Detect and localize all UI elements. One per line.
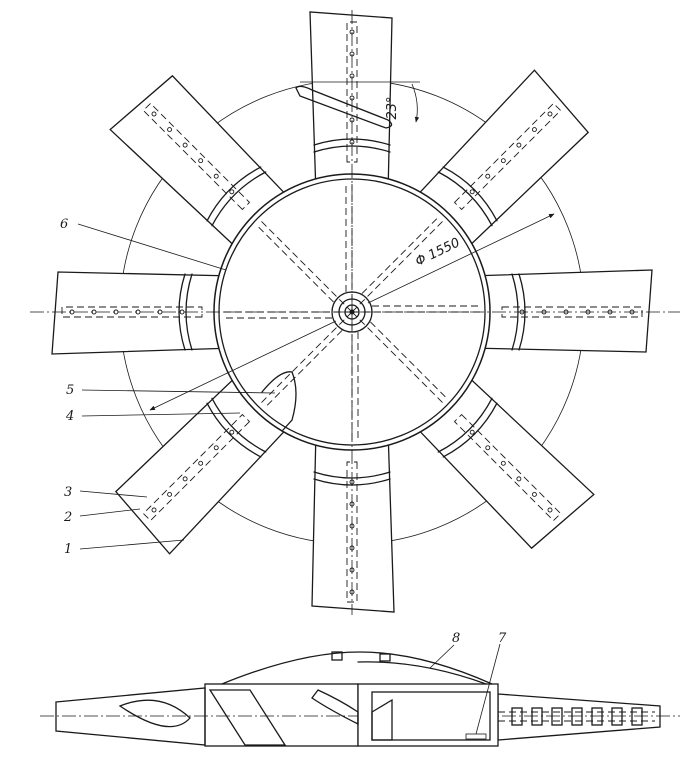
leader-3 (79, 490, 148, 498)
angle-dimension: 23° (385, 96, 400, 119)
blade-rivet (469, 189, 475, 195)
blade-rivet (531, 491, 537, 497)
blade-rivet (198, 460, 204, 466)
hub-cutout-window (261, 371, 297, 431)
leader-5 (81, 389, 276, 394)
plan-view: Φ 1550 23° 6 5 4 3 2 1 (30, 10, 680, 615)
tail-ring (591, 707, 603, 726)
hub-spoke-pair (255, 224, 334, 303)
blade-rivet (547, 507, 553, 513)
blade-rivet (213, 445, 219, 451)
side-dome-lug (331, 651, 343, 661)
blade-rivet (182, 142, 188, 148)
callout-3: 3 (64, 485, 72, 500)
blade-rivet (151, 111, 157, 117)
blade-rivet (229, 429, 235, 435)
blade-spar (346, 461, 358, 603)
hub-spoke-pair (361, 215, 440, 294)
side-view: 8 7 (40, 631, 680, 747)
blade-spar (142, 102, 251, 211)
blade-rivet (531, 127, 537, 133)
top-blade-slot (295, 85, 393, 129)
blade-5 (51, 271, 235, 355)
blade-body (469, 269, 653, 353)
blade-body (311, 429, 395, 613)
blade-spar (453, 413, 562, 522)
blade-rivet (485, 173, 491, 179)
blade-rivet (469, 429, 475, 435)
side-blade-left (118, 699, 191, 728)
blade-group (51, 11, 653, 613)
side-dome (221, 651, 493, 685)
callout-1: 1 (64, 542, 72, 557)
tail-ring (611, 707, 623, 726)
blade-rivet (167, 127, 173, 133)
angle-arc (411, 83, 420, 123)
tail-ring (551, 707, 563, 726)
side-tail-ring-group (498, 707, 655, 726)
callout-7: 7 (498, 631, 507, 646)
blade-rivet (167, 491, 173, 497)
blade-spar (453, 102, 562, 211)
hub-spoke-pair (370, 321, 449, 400)
side-housing-section (357, 683, 499, 747)
blade-root-bracket-inner (442, 402, 498, 458)
blade-body (51, 271, 235, 355)
blade-7 (309, 11, 393, 195)
side-dome-lug-2 (379, 653, 391, 662)
diameter-leader-left (149, 320, 337, 411)
blade-root-bracket-inner (206, 166, 262, 222)
side-blade-cut (311, 689, 359, 726)
hub-spoke-pair (264, 330, 343, 409)
blade-root-bracket (211, 397, 267, 453)
blade-rivet (485, 445, 491, 451)
blade-rivet (500, 158, 506, 164)
side-dome-inner (357, 661, 487, 685)
leader-7 (475, 643, 501, 735)
tail-ring (531, 707, 543, 726)
blade-root-bracket (437, 397, 493, 453)
blade-body (309, 11, 393, 195)
blade-rivet (516, 142, 522, 148)
callout-6: 6 (60, 217, 68, 232)
leader-6 (77, 223, 227, 271)
blade-3 (311, 429, 395, 613)
blade-rivet (516, 476, 522, 482)
callout-4: 4 (65, 409, 74, 424)
leader-8 (429, 644, 455, 669)
leader-2 (79, 508, 141, 517)
blade-rivet (500, 460, 506, 466)
blade-root-bracket-inner (442, 166, 498, 222)
blade-root-bracket (211, 171, 267, 227)
diameter-leader-right (367, 213, 555, 304)
blade-rivet (198, 158, 204, 164)
side-housing-left (204, 683, 359, 747)
tail-ring (511, 707, 523, 726)
callout-8: 8 (452, 631, 460, 646)
blade-root-bracket-inner (206, 402, 262, 458)
blade-rivet (229, 189, 235, 195)
blade-rivet (151, 507, 157, 513)
leader-1 (79, 539, 185, 550)
tail-ring (571, 707, 583, 726)
blade-rivet (547, 111, 553, 117)
blade-rivet (213, 173, 219, 179)
callout-2: 2 (63, 510, 72, 525)
side-blade-mid (208, 689, 287, 746)
blade-spar (142, 413, 251, 522)
tail-ring (631, 707, 643, 726)
side-inner-vane (371, 698, 393, 741)
blade-rivet (182, 476, 188, 482)
leader-4 (81, 412, 241, 417)
side-left-taper (55, 687, 206, 746)
blade-root-bracket-inner (313, 138, 391, 146)
spoke-group (222, 182, 482, 442)
callout-5: 5 (66, 383, 74, 398)
blade-root-bracket (437, 171, 493, 227)
blade-1 (469, 269, 653, 353)
